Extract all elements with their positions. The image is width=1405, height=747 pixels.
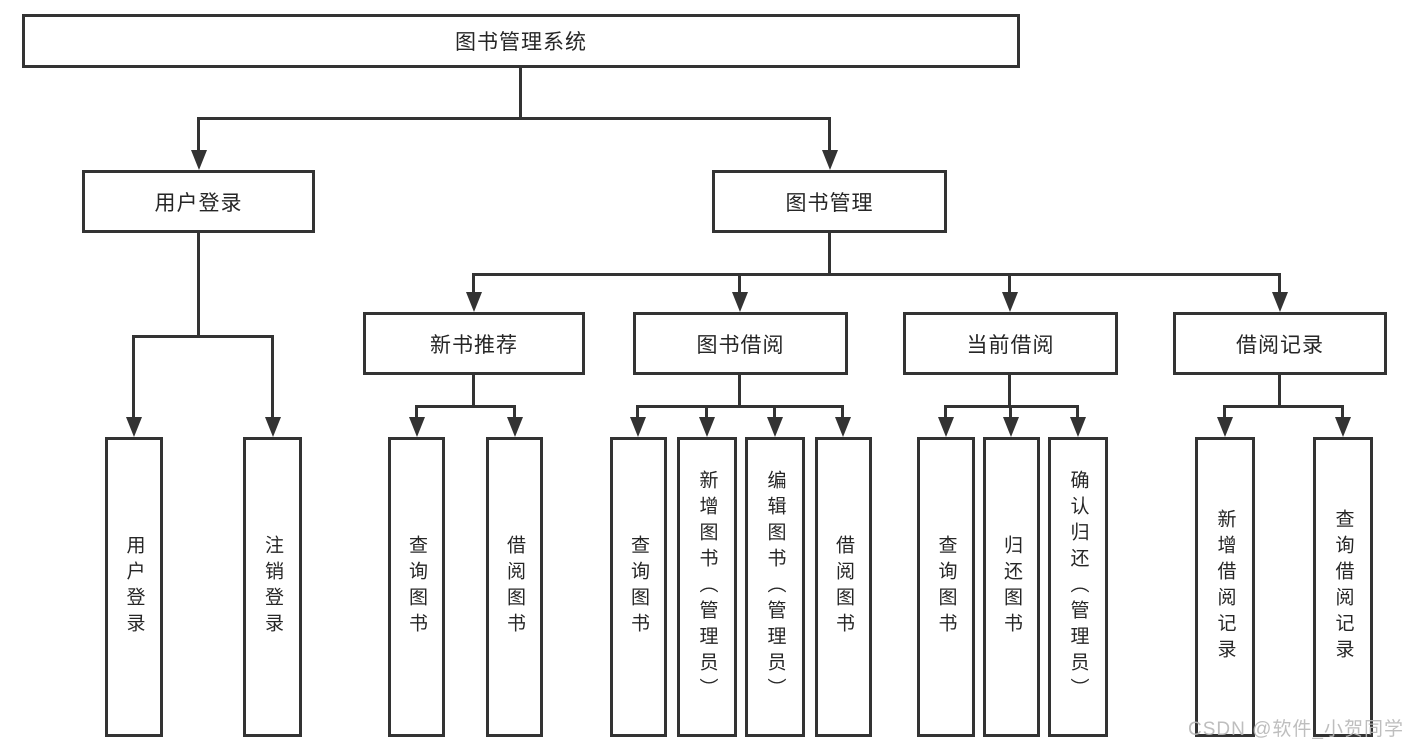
arrow-leaf [766,405,783,437]
leaf-query-books-current: 查询图书 [917,437,975,737]
connector-recommendation-rail [415,405,516,408]
leaf-borrow-books-recommend-label: 借阅图书 [504,535,525,639]
arrow-leaf [834,405,851,437]
node-library-management-system: 图书管理系统 [22,14,1020,68]
leaf-query-borrow-record-label: 查询借阅记录 [1332,509,1354,665]
connector-level2-rail [197,117,831,120]
leaf-confirm-return-admin-label: 确认归还（管理员） [1067,470,1089,704]
arrow-leaf [1334,405,1351,437]
leaf-add-books-admin-label: 新增图书（管理员） [696,470,718,704]
arrow-leaf [1216,405,1233,437]
connector-borrowing-stem [738,375,741,407]
connector-records-rail [1223,405,1344,408]
connector-level3-rail [472,273,1281,276]
arrow-to-leaf-user-login [125,335,142,437]
leaf-logout-login-label: 注销登录 [262,535,283,639]
arrow-leaf [698,405,715,437]
arrow-to-book-management [821,117,838,170]
leaf-edit-books-admin: 编辑图书（管理员） [745,437,805,737]
leaf-query-borrow-record: 查询借阅记录 [1313,437,1373,737]
node-new-book-recommendation: 新书推荐 [363,312,585,375]
leaf-return-books-label: 归还图书 [1001,535,1022,639]
leaf-add-borrow-record-label: 新增借阅记录 [1214,509,1236,665]
leaf-borrow-books-borrowing: 借阅图书 [815,437,872,737]
leaf-logout-login: 注销登录 [243,437,302,737]
connector-user-login-rail [132,335,274,338]
arrow-to-new-book-recommendation [465,273,482,312]
leaf-query-books-recommend-label: 查询图书 [406,535,427,639]
connector-root-stem [519,68,522,120]
arrow-leaf [1002,405,1019,437]
node-user-login: 用户登录 [82,170,315,233]
connector-book-management-stem [828,233,831,275]
arrow-leaf [506,405,523,437]
connector-current-stem [1008,375,1011,407]
csdn-watermark: CSDN @软件_小贺同学 [1188,719,1404,740]
arrow-to-user-login [190,117,207,170]
arrow-to-book-borrowing [731,273,748,312]
leaf-borrow-books-recommend: 借阅图书 [486,437,543,737]
leaf-edit-books-admin-label: 编辑图书（管理员） [764,470,786,704]
arrow-leaf [629,405,646,437]
connector-user-login-stem [197,233,200,337]
arrow-leaf [937,405,954,437]
arrow-to-borrowing-records [1271,273,1288,312]
node-book-borrowing: 图书借阅 [633,312,848,375]
connector-recommendation-stem [472,375,475,407]
arrow-leaf [408,405,425,437]
connector-records-stem [1278,375,1281,407]
node-book-management: 图书管理 [712,170,947,233]
node-borrowing-records: 借阅记录 [1173,312,1387,375]
node-current-borrowing: 当前借阅 [903,312,1118,375]
leaf-query-books-recommend: 查询图书 [388,437,445,737]
arrow-leaf [1069,405,1086,437]
leaf-add-borrow-record: 新增借阅记录 [1195,437,1255,737]
leaf-confirm-return-admin: 确认归还（管理员） [1048,437,1108,737]
leaf-user-login-label: 用户登录 [123,535,145,639]
leaf-return-books: 归还图书 [983,437,1040,737]
leaf-borrow-books-borrowing-label: 借阅图书 [833,535,854,639]
connector-borrowing-rail [636,405,844,408]
arrow-to-leaf-logout [264,335,281,437]
arrow-to-current-borrowing [1001,273,1018,312]
leaf-add-books-admin: 新增图书（管理员） [677,437,737,737]
leaf-query-books-current-label: 查询图书 [935,535,957,639]
leaf-query-books-borrowing-label: 查询图书 [628,535,649,639]
leaf-user-login: 用户登录 [105,437,163,737]
leaf-query-books-borrowing: 查询图书 [610,437,667,737]
